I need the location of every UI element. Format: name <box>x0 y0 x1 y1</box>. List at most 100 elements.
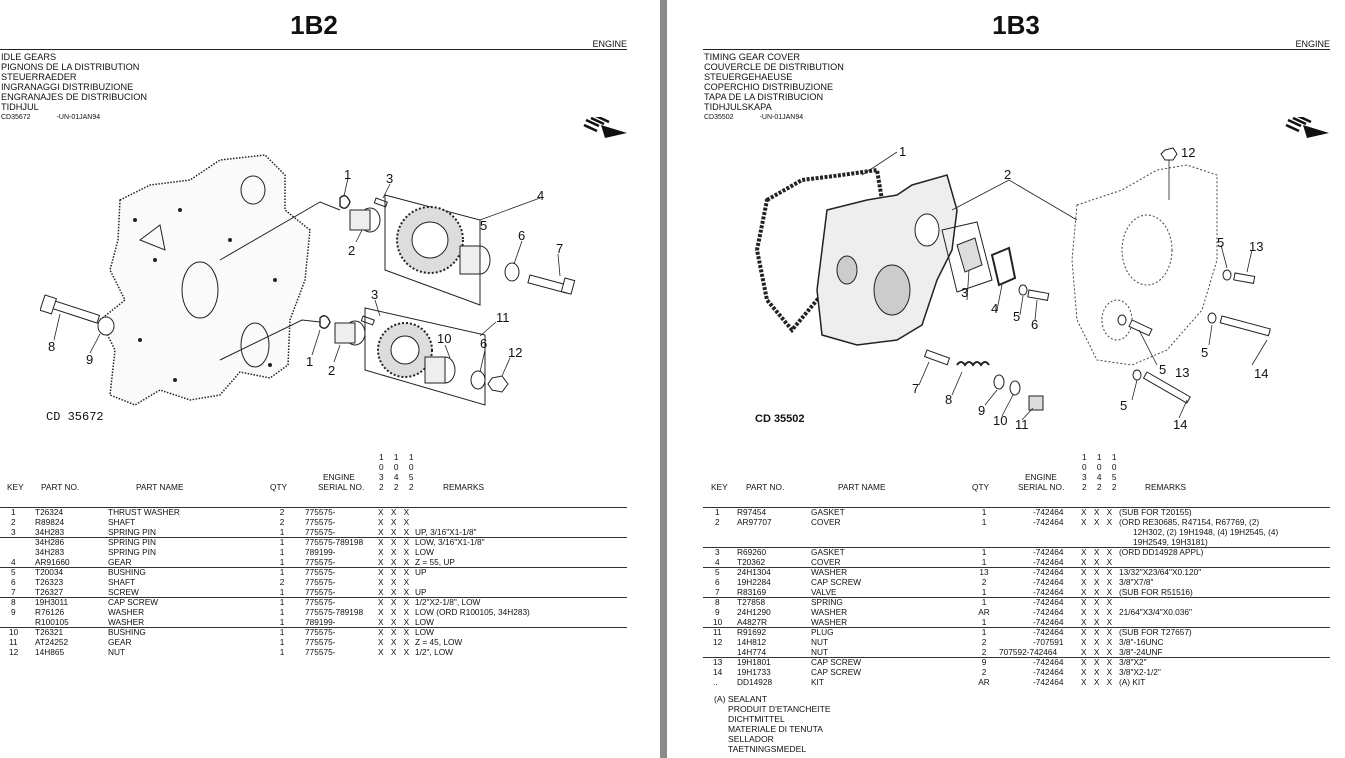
timing-gear-cover-drawing: 1 2 12 3 4 5 6 5 13 5 7 8 9 10 11 5 13 5… <box>754 144 1271 432</box>
callout-13: 13 <box>1249 239 1263 254</box>
row-separator <box>0 627 627 628</box>
callout-5d: 5 <box>1159 362 1166 377</box>
idle-gears-drawing: 1 2 3 4 5 6 7 8 9 3 1 2 10 6 11 12 <box>40 154 576 406</box>
col-qty: QTY <box>972 482 990 492</box>
col-part-no: PART NO. <box>746 482 785 492</box>
title-en: IDLE GEARS <box>1 52 57 62</box>
drawing-label: CD 35502 <box>755 413 805 425</box>
col-serial: SERIAL NO. <box>1018 482 1065 492</box>
callout-9: 9 <box>978 403 985 418</box>
right-page: 1B3 ENGINE TIMING GEAR COVER COUVERCLE D… <box>667 0 1345 758</box>
title-it: INGRANAGGI DISTRIBUZIONE <box>1 81 134 92</box>
callout-6b: 6 <box>480 336 487 351</box>
callout-1: 1 <box>344 167 351 182</box>
sealant-note: (A) SEALANT PRODUIT D'ETANCHEITE DICHTMI… <box>714 694 831 754</box>
row-separator <box>0 507 627 508</box>
row-separator <box>0 597 627 598</box>
callout-6: 6 <box>1031 317 1038 332</box>
callout-7: 7 <box>912 381 919 396</box>
title-block: IDLE GEARS PIGNONS DE LA DISTRIBUTION ST… <box>1 52 147 123</box>
reference-code: CD35672-UN-01JAN94 <box>1 113 147 123</box>
title-sv: TIDHJUL <box>1 101 39 112</box>
note-line: PRODUIT D'ETANCHEITE <box>728 704 831 714</box>
ref-date: -UN-01JAN94 <box>56 114 101 122</box>
callout-6: 6 <box>518 228 525 243</box>
callout-13b: 13 <box>1175 365 1189 380</box>
page-number: 1B2 <box>290 10 338 40</box>
title-es: TAPA DE LA DISTRIBUCION <box>704 91 824 102</box>
note-line: MATERIALE DI TENUTA <box>728 724 824 734</box>
title-es: ENGRANAJES DE DISTRIBUCION <box>1 91 147 102</box>
row-separator <box>703 657 1330 658</box>
col-engine: ENGINE <box>1025 472 1057 482</box>
cover-outline <box>816 174 958 346</box>
row-separator <box>703 627 1330 628</box>
section-label: ENGINE <box>1295 39 1330 49</box>
header-rule <box>703 49 1330 50</box>
serial-digits-row1: 1 1 1 <box>1082 452 1121 462</box>
col-part-name: PART NAME <box>136 482 184 492</box>
page-divider <box>660 0 667 758</box>
note-line: DICHTMITTEL <box>728 714 785 724</box>
callout-12: 12 <box>508 345 522 360</box>
callout-12: 12 <box>1181 145 1195 160</box>
callout-5b: 5 <box>1217 235 1224 250</box>
title-block: TIMING GEAR COVER COUVERCLE DE DISTRIBUT… <box>704 52 844 123</box>
callout-1: 1 <box>899 144 906 159</box>
col-remarks: REMARKS <box>1145 482 1187 492</box>
note-label: (A) SEALANT <box>714 694 768 704</box>
col-engine: ENGINE <box>323 472 355 482</box>
serial-digits-row4: 2 2 2 <box>1082 482 1121 492</box>
callout-5e: 5 <box>1120 398 1127 413</box>
row-separator <box>703 567 1330 568</box>
table-row: 19H2549, 19H3181) <box>1133 537 1208 547</box>
callout-3: 3 <box>961 285 968 300</box>
callout-1b: 1 <box>306 354 313 369</box>
row-separator <box>0 567 627 568</box>
col-key: KEY <box>711 482 728 492</box>
callout-4: 4 <box>537 188 544 203</box>
gasket-outline <box>754 167 885 334</box>
note-line: SELLADOR <box>728 734 774 744</box>
row-separator <box>703 597 1330 598</box>
callout-8: 8 <box>48 339 55 354</box>
callout-7: 7 <box>556 241 563 256</box>
col-part-no: PART NO. <box>41 482 80 492</box>
title-de: STEUERRAEDER <box>1 71 77 82</box>
col-remarks: REMARKS <box>443 482 485 492</box>
callout-3b: 3 <box>371 287 378 302</box>
callout-11: 11 <box>1015 417 1029 432</box>
col-serial: SERIAL NO. <box>318 482 365 492</box>
reference-code: CD35502-UN-01JAN94 <box>704 113 844 123</box>
serial-digits-row1: 1 1 1 <box>379 452 418 462</box>
header-rule <box>0 49 627 50</box>
callout-14: 14 <box>1254 366 1268 381</box>
title-it: COPERCHIO DISTRIBUZIONE <box>704 81 834 92</box>
col-qty: QTY <box>270 482 288 492</box>
direction-arrow-icon <box>1285 117 1329 138</box>
callout-5: 5 <box>480 218 487 233</box>
section-label: ENGINE <box>592 39 627 49</box>
parts-table: 1 1 1 0 0 0 3 4 5 2 2 2 KEY PART NO. PAR… <box>0 452 660 752</box>
direction-arrow-icon <box>583 117 627 138</box>
